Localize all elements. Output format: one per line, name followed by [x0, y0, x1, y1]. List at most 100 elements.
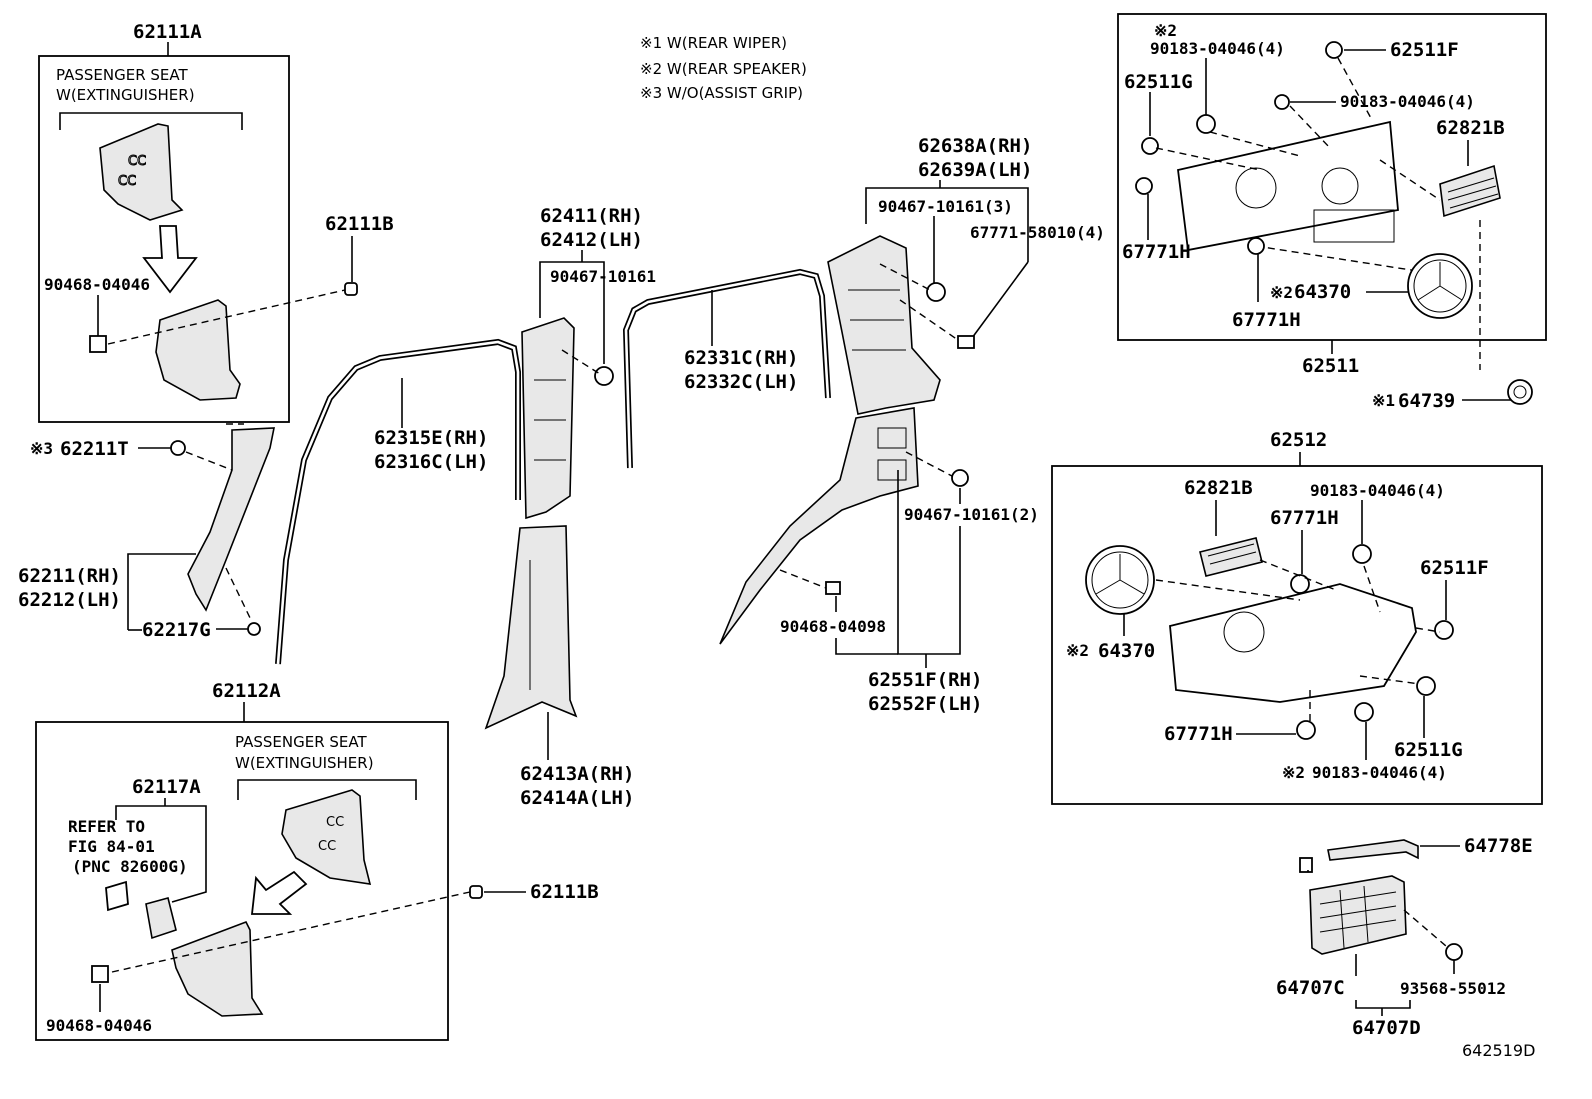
label-62212: 62212(LH)	[18, 589, 121, 611]
pillar-trim-upper	[521, 317, 575, 520]
pillar-trim-lower	[484, 525, 578, 730]
label-b2-90183-a: 90183-04046(4)	[1310, 481, 1445, 500]
legend-notes: ※1 W(REAR WIPER) ※2 W(REAR SPEAKER) ※3 W…	[640, 34, 807, 102]
label-62413A: 62413A(RH)	[520, 763, 634, 785]
label-90468-04046-b: 90468-04046	[46, 1016, 152, 1035]
label-64707D: 64707D	[1352, 1017, 1421, 1039]
label-62217G: 62217G	[142, 619, 211, 641]
label-64739: 64739	[1398, 390, 1455, 412]
group-62411: 62411(RH) 62412(LH) 90467-10161 62413A(R…	[484, 205, 656, 809]
screw-93568-icon	[1445, 943, 1463, 961]
group-62511: ※2 90183-04046(4) 62511F 62511G 90183-04…	[1117, 13, 1547, 377]
label-62511: 62511	[1302, 355, 1359, 377]
label-62211T: 62211T	[60, 438, 129, 460]
label-b2-62821B: 62821B	[1184, 477, 1253, 499]
clip-b2-62511G-icon	[1416, 676, 1436, 696]
group-62638A: 62638A(RH) 62639A(LH) 90467-10161(3) 677…	[719, 135, 1105, 715]
label-refer-to: REFER TO	[68, 817, 145, 836]
box-62112A	[35, 721, 449, 1041]
label-64707C: 64707C	[1276, 977, 1345, 999]
label-62512: 62512	[1270, 429, 1327, 451]
svg-text:CC: CC	[326, 815, 344, 830]
clip-62217G-icon	[247, 622, 261, 636]
label-62414A: 62414A(LH)	[520, 787, 634, 809]
label-90467-10161-2: 90467-10161(2)	[904, 505, 1039, 524]
clip-90467-icon	[594, 366, 614, 386]
label-b2-64370: 64370	[1098, 640, 1155, 662]
label-b1-62821B: 62821B	[1436, 117, 1505, 139]
box-62512	[1051, 465, 1543, 805]
trim-panel-62512	[1169, 583, 1417, 703]
label-62639A: 62639A(LH)	[918, 159, 1032, 181]
group-64739: ※1 64739	[1372, 379, 1533, 412]
label-62638A: 62638A(RH)	[918, 135, 1032, 157]
label-b1-90183-a: 90183-04046(4)	[1150, 39, 1285, 58]
label-67771-58010: 67771-58010(4)	[970, 223, 1105, 242]
mark-b2-64370: ※2	[1066, 641, 1089, 660]
clip-90467-3-icon	[926, 282, 946, 302]
group-62211: ※3 62211T 62211(RH) 62212(LH) 62217G	[18, 423, 275, 641]
group-62512: 62512 62821B 90183-04046(4) 67771H 62511…	[1051, 429, 1543, 805]
label-62111B-a: 62111B	[325, 213, 394, 235]
label-62316C: 62316C(LH)	[374, 451, 488, 473]
note-rear-wiper: ※1 W(REAR WIPER)	[640, 34, 787, 52]
label-62111A: 62111A	[133, 21, 202, 43]
clip-62111B-b-icon	[469, 885, 483, 899]
bracket-62117A	[145, 897, 177, 940]
label-62315E: 62315E(RH)	[374, 427, 488, 449]
label-b2-67771H-a: 67771H	[1270, 507, 1339, 529]
label-extinguisher-2: W(EXTINGUISHER)	[235, 754, 374, 772]
mark-b2-90183-b: ※2	[1282, 763, 1305, 782]
group-62315E: 62315E(RH) 62316C(LH)	[275, 338, 521, 665]
note-assist-grip: ※3 W/O(ASSIST GRIP)	[640, 84, 803, 102]
nut-b1-b-icon	[1274, 94, 1290, 110]
svg-text:CC: CC	[128, 154, 146, 169]
note-rear-speaker: ※2 W(REAR SPEAKER)	[640, 60, 807, 78]
grille-b1	[1439, 164, 1501, 218]
clip-b1-62511F-icon	[1325, 41, 1343, 59]
svg-text:CC: CC	[118, 174, 136, 189]
group-64707D: 64778E 93568-55012 64707C 64707D	[1276, 835, 1533, 1039]
clip-2-icon	[91, 965, 109, 983]
label-62411: 62411(RH)	[540, 205, 643, 227]
clip-b2-67771H-b-icon	[1296, 720, 1316, 740]
clip-b1-62511G-icon	[1141, 137, 1159, 155]
clip-b1-67771H-b-icon	[1247, 237, 1265, 255]
label-62117A: 62117A	[132, 776, 201, 798]
label-b2-90183-b: 90183-04046(4)	[1312, 763, 1447, 782]
mark-b1-64370: ※2	[1270, 283, 1293, 302]
label-62412: 62412(LH)	[540, 229, 643, 251]
label-90467-10161: 90467-10161	[550, 267, 656, 286]
c-pillar-trim-upper	[827, 235, 941, 415]
group-62331C: 62331C(RH) 62332C(LH)	[622, 268, 831, 469]
label-90468-04046-a: 90468-04046	[44, 275, 150, 294]
clip-64707-icon	[1299, 857, 1313, 873]
mark-64739: ※1	[1372, 391, 1395, 410]
label-62211: 62211(RH)	[18, 565, 121, 587]
trim-panel-lower-2	[171, 920, 264, 1017]
label-62551F: 62551F(RH)	[868, 669, 982, 691]
clip-90468-04098-icon	[825, 581, 841, 595]
label-b1-67771H-a: 67771H	[1122, 241, 1191, 263]
trim-panel-upper-2	[281, 789, 372, 885]
box-62111A	[38, 55, 290, 423]
label-b2-62511G: 62511G	[1394, 739, 1463, 761]
label-b1-90183-b: 90183-04046(4)	[1340, 92, 1475, 111]
group-62111B-bottom: 62111B	[469, 881, 599, 903]
figure-id: 642519D	[1462, 1041, 1535, 1060]
label-b1-62511F: 62511F	[1390, 39, 1459, 61]
trim-panel-upper	[99, 123, 184, 221]
nut-b2-icon	[1352, 544, 1372, 564]
clip-67771-icon	[957, 335, 975, 349]
label-fig-84-01: FIG 84-01	[68, 837, 155, 856]
label-62331C: 62331C(RH)	[684, 347, 798, 369]
label-62111B-b: 62111B	[530, 881, 599, 903]
label-b2-67771H-b: 67771H	[1164, 723, 1233, 745]
label-62332C: 62332C(LH)	[684, 371, 798, 393]
clip-b2-62511F-icon	[1434, 620, 1454, 640]
label-extinguisher-1: W(EXTINGUISHER)	[56, 86, 195, 104]
label-b1-64370: 64370	[1294, 281, 1351, 303]
label-b2-62511F: 62511F	[1420, 557, 1489, 579]
label-90467-10161-3: 90467-10161(3)	[878, 197, 1013, 216]
